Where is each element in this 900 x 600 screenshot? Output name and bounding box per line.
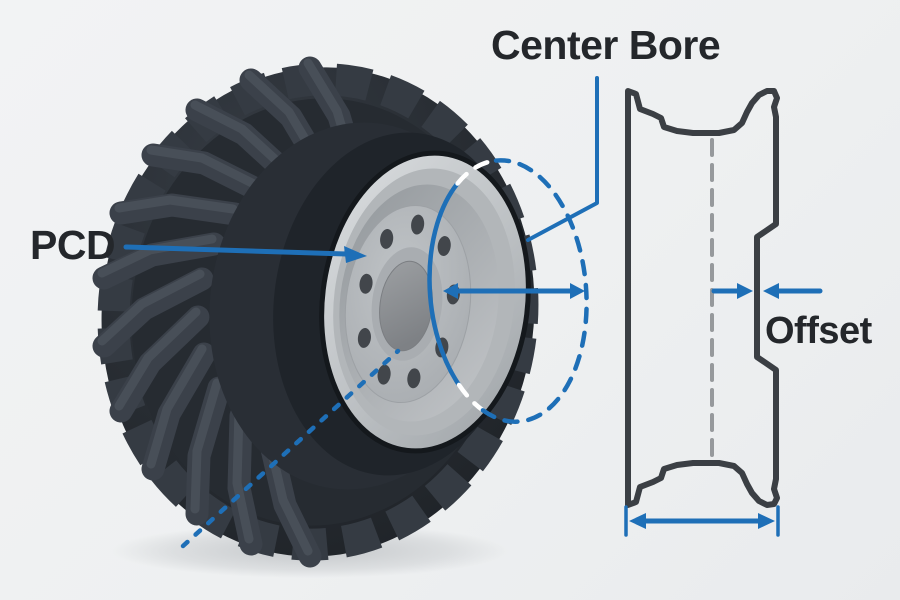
- rim-width-arrow: [624, 505, 780, 537]
- center-bore-diameter-arrow: [443, 283, 585, 299]
- width-left-arrowhead: [629, 513, 646, 529]
- center-bore-leader-line: [526, 76, 599, 242]
- pcd-arrow: [123, 244, 367, 263]
- width-right-arrowhead: [758, 513, 775, 529]
- rim-cross-section: [624, 88, 823, 537]
- pcd-arrowhead: [344, 246, 367, 263]
- offset-right-arrowhead: [763, 283, 779, 299]
- annotations: [123, 76, 599, 549]
- axis-dotted-line: [180, 348, 401, 549]
- left-arrowhead: [443, 283, 458, 299]
- offset-arrows: [711, 283, 823, 299]
- pcd-label: PCD: [30, 222, 116, 268]
- magnifier-arc-white-top: [454, 160, 490, 187]
- center-bore-label: Center Bore: [491, 22, 721, 68]
- right-arrowhead: [570, 283, 585, 299]
- center-bore-magnifier-circle: [427, 158, 589, 424]
- offset-left-arrowhead: [737, 283, 753, 299]
- magnifier-arc-dashed: [480, 158, 589, 424]
- magnifier-arc-solid: [427, 181, 462, 388]
- offset-label: Offset: [765, 310, 872, 352]
- rim-profile-outline: [625, 88, 780, 508]
